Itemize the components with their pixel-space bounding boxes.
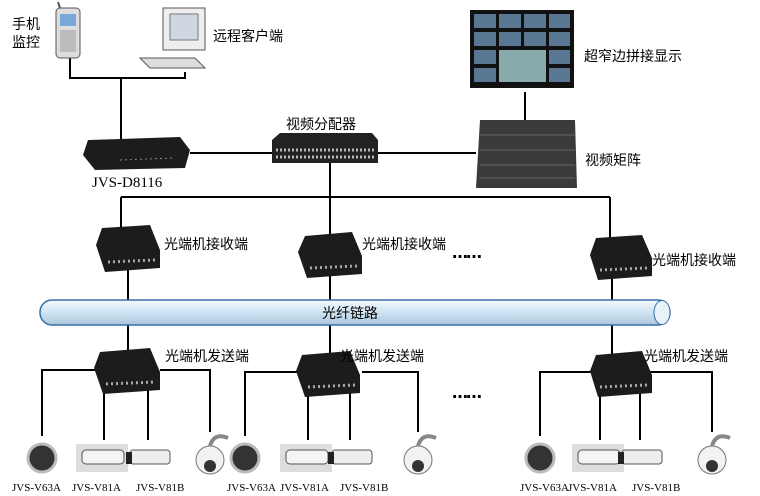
fiber-link-label: 光纤链路	[322, 306, 378, 322]
receiver-icons	[96, 225, 652, 280]
camera-model-label: JVS-V81A	[280, 482, 329, 494]
optical-receiver-icon	[298, 232, 362, 278]
optical-receiver-icon	[96, 225, 160, 272]
camera-model-label: JVS-V81A	[72, 482, 121, 494]
camera-model-label: JVS-V81B	[136, 482, 185, 494]
mobile-monitor-label: 手机监控	[12, 16, 40, 52]
box-camera-icon	[129, 449, 171, 465]
dome-camera-icon	[229, 442, 261, 474]
optical-transmitter-icon	[94, 348, 160, 394]
camera-model-label: JVS-V81B	[632, 482, 681, 494]
camera-model-label: JVS-V81B	[340, 482, 389, 494]
camera-icons	[26, 434, 731, 475]
remote-client-label: 远程客户端	[213, 29, 283, 45]
camera-model-label: JVS-V63A	[227, 482, 276, 494]
camera-model-label: JVS-V81A	[568, 482, 617, 494]
computer-icon	[138, 7, 207, 69]
camera-model-label: JVS-V63A	[520, 482, 569, 494]
video-matrix-icon	[476, 120, 577, 188]
optical-receiver-icon	[590, 235, 652, 280]
video-wall-label: 超窄边拼接显示	[584, 49, 682, 65]
dvr-model-label: JVS-D8116	[92, 175, 163, 191]
dome-camera-icon	[26, 442, 58, 474]
splitter-label: 视频分配器	[286, 117, 356, 133]
mobile-monitor-label-line1: 手机	[12, 17, 40, 33]
receiver-label-3: 光端机接收端	[652, 253, 736, 269]
video-wall-icon	[470, 10, 574, 88]
ellipsis-receivers: ……	[452, 243, 482, 262]
transmitter-label-1: 光端机发送端	[165, 349, 249, 365]
connection-lines	[41, 58, 713, 440]
fiber-link-tube	[39, 299, 671, 326]
mobile-monitor-label-line2: 监控	[12, 35, 40, 51]
transmitter-label-3: 光端机发送端	[644, 349, 728, 365]
video-splitter-icon	[272, 133, 378, 163]
transmitter-icons	[94, 348, 652, 397]
mobile-phone-icon	[55, 1, 81, 59]
ellipsis-transmitters: ……	[452, 383, 482, 402]
optical-transmitter-icon	[296, 351, 360, 397]
receiver-label-2: 光端机接收端	[362, 237, 446, 253]
camera-model-label: JVS-V63A	[12, 482, 61, 494]
optical-transmitter-icon	[590, 351, 652, 397]
transmitter-label-2: 光端机发送端	[340, 349, 424, 365]
dvr-icon	[83, 137, 190, 170]
receiver-label-1: 光端机接收端	[164, 237, 248, 253]
box-camera-icon	[331, 449, 373, 465]
dome-camera-icon	[524, 442, 556, 474]
box-camera-icon	[621, 449, 663, 465]
matrix-label: 视频矩阵	[585, 153, 641, 169]
